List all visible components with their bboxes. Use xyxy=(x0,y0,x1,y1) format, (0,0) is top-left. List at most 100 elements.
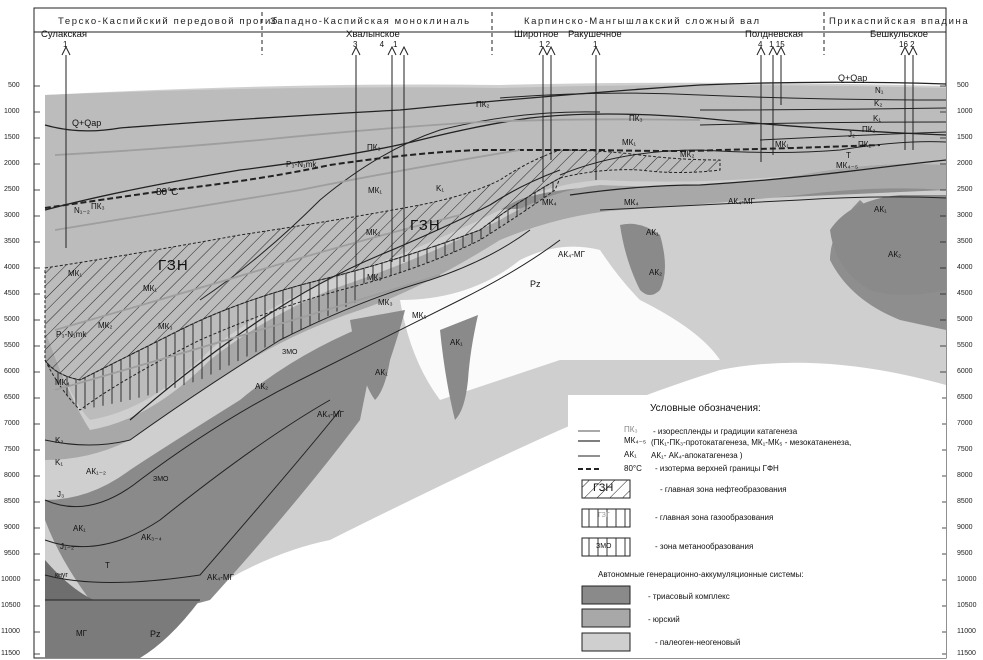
well-khvalynskoe-nums: 3 4 1 xyxy=(353,40,398,49)
label-t-left: T xyxy=(105,561,110,570)
label-n1: N₁ xyxy=(875,86,884,95)
label-ak4-mg-4: АК₄-МГ xyxy=(207,573,234,582)
label-zmo-2: ЗМО xyxy=(153,476,169,483)
well-poldnevskaya-name: Полдневская xyxy=(745,29,804,40)
label-isotherm-80c: 80°C xyxy=(156,187,179,198)
label-pk2-a: ПК₂ xyxy=(476,100,490,109)
label-gzn-left: ГЗН xyxy=(158,257,189,274)
label-mk1-d: МК₁ xyxy=(68,269,83,278)
region-karpinsko-mangyshlaksky: Карпинско-Мангышлакский сложный вал xyxy=(524,16,761,27)
legend-systems-title: Автономные генерационно-аккумуляционные … xyxy=(598,570,804,579)
label-q-qap-right: Q+Qap xyxy=(838,73,868,83)
label-pk3-a: ПК₃ xyxy=(91,202,105,211)
legend-paleogene-text: - палеоген-неогеновый xyxy=(655,638,741,647)
label-ak2-a: АК₂ xyxy=(649,268,663,277)
depth-tick-right: 5000 xyxy=(957,316,973,323)
well-sulakskaya-name: Сулакская xyxy=(41,29,88,40)
depth-tick-right: 3000 xyxy=(957,212,973,219)
legend-zmo-symbol: ЗМО xyxy=(596,543,612,550)
label-mk3-c: МК₃ xyxy=(378,298,393,307)
well-khvalynskoe-name: Хвалынское xyxy=(346,29,400,40)
depth-tick-right: 6000 xyxy=(957,368,973,375)
depth-tick-right: 2000 xyxy=(957,160,973,167)
depth-tick-left: 7500 xyxy=(4,446,20,453)
label-pz-center: Pz xyxy=(530,279,541,289)
label-mk1-c: МК₁ xyxy=(775,140,790,149)
well-shirotnoe-nums: 1 2 xyxy=(539,40,551,49)
legend-jurassic-text: - юрский xyxy=(648,615,680,624)
depth-tick-right: 500 xyxy=(957,82,969,89)
label-ak2-b: АК₂ xyxy=(888,250,902,259)
depth-tick-right: 7000 xyxy=(957,420,973,427)
depth-tick-left: 500 xyxy=(8,82,20,89)
label-mk3-a: МК₃ xyxy=(367,273,382,282)
depth-tick-left: 5500 xyxy=(4,342,20,349)
label-kngr: кнуг xyxy=(55,572,68,579)
region-prikaspiyskaya: Прикаспийская впадина xyxy=(829,16,970,27)
depth-tick-left: 3000 xyxy=(4,212,20,219)
depth-tick-left: 2500 xyxy=(4,186,20,193)
depth-tick-right: 9500 xyxy=(957,550,973,557)
label-ak4-mg-2: АК₄-МГ xyxy=(728,197,755,206)
label-mk4-5: МК₄₋₅ xyxy=(836,161,859,170)
label-mk2-b: МК₂ xyxy=(98,321,113,330)
depth-tick-left: 8000 xyxy=(4,472,20,479)
label-k2-a: K₂ xyxy=(874,99,883,108)
well-shirotnoe-name: Широтное xyxy=(514,29,559,40)
label-mk4-a: МК₄ xyxy=(542,198,557,207)
depth-tick-left: 9000 xyxy=(4,524,20,531)
legend-gzn-text: - главная зона нефтеобразования xyxy=(660,485,787,494)
label-k1-b: K₁ xyxy=(873,114,882,123)
legend-catagenesis-text: (ПК₁-ПК₃-протокатагенеза, МК₁-МК₅ - мезо… xyxy=(651,438,852,447)
depth-tick-left: 7000 xyxy=(4,420,20,427)
depth-tick-right: 3500 xyxy=(957,238,973,245)
label-pz-bottom: Pz xyxy=(150,629,161,639)
legend-sym-pk: ПК₃ xyxy=(624,425,638,434)
depth-tick-right: 11000 xyxy=(957,628,976,635)
depth-tick-left: 11500 xyxy=(1,650,20,657)
well-beshkulskoe-name: Бешкульское xyxy=(870,29,929,40)
well-sulakskaya-nums: 1 xyxy=(63,40,68,49)
well-rakushechnoe-nums: 1 xyxy=(593,40,598,49)
depth-tick-right: 1500 xyxy=(957,134,973,141)
label-mk1-a: МК₁ xyxy=(368,186,383,195)
label-ak2-c: АК₂ xyxy=(255,382,269,391)
label-n1-2: N₁₋₂ xyxy=(74,206,90,215)
depth-tick-left: 4000 xyxy=(4,264,20,271)
depth-tick-left: 11000 xyxy=(1,628,20,635)
label-pk3-c: ПК₃ xyxy=(629,114,643,123)
legend-sym-ak: АК₁ xyxy=(624,450,637,459)
well-rakushechnoe-name: Ракушечное xyxy=(568,29,622,40)
label-ak1-b: АК₁ xyxy=(646,228,659,237)
label-ak1-c: АК₁ xyxy=(874,205,887,214)
label-mk4-b: МК₄ xyxy=(55,378,70,387)
depth-tick-right: 6500 xyxy=(957,394,973,401)
depth-tick-left: 6000 xyxy=(4,368,20,375)
label-mk2-a: МК₂ xyxy=(366,228,381,237)
label-pk2-b: ПК₂ xyxy=(862,125,876,134)
label-ak3-4: АК₃₋₄ xyxy=(141,533,162,542)
depth-tick-right: 11500 xyxy=(957,650,976,657)
depth-tick-left: 10000 xyxy=(1,576,21,583)
region-tersko-kaspiysky: Терско-Каспийский передовой прогиб xyxy=(58,16,279,27)
label-ak1-a: АК₁ xyxy=(450,338,463,347)
depth-tick-right: 2500 xyxy=(957,186,973,193)
label-k1-a: K₁ xyxy=(436,184,445,193)
label-mg: МГ xyxy=(76,629,87,638)
label-t-right: T xyxy=(846,151,851,160)
well-poldnevskaya-nums: 4 1 15 xyxy=(758,40,785,49)
legend-gzg-symbol: ГЗГ xyxy=(598,512,610,519)
legend-triassic-text: - триасовый комплекс xyxy=(648,592,730,601)
label-pk3-b: ПК₃ xyxy=(367,143,381,152)
label-mk5: МК₅ xyxy=(412,311,427,320)
label-ak4-mg-3: АК₄-МГ xyxy=(317,410,344,419)
depth-tick-right: 4000 xyxy=(957,264,973,271)
label-ak4-mg-1: АК₄-МГ xyxy=(558,250,585,259)
label-mk2-c: МК₂ xyxy=(680,150,695,159)
depth-tick-left: 1500 xyxy=(4,134,20,141)
depth-tick-left: 10500 xyxy=(1,602,21,609)
legend-isograde-text: - изореспленды и градиции катагенеза xyxy=(653,427,798,436)
label-p3n1mk-1: P₃-N₁mk xyxy=(286,160,317,169)
